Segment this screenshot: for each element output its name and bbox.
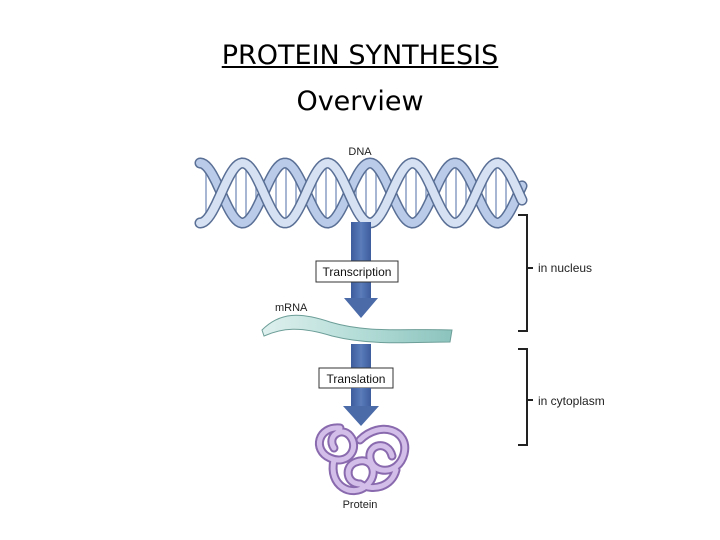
translation-arrow-upper (351, 344, 371, 370)
translation-label: Translation (327, 372, 386, 386)
cytoplasm-bracket (518, 348, 533, 446)
transcription-label: Transcription (323, 265, 392, 279)
nucleus-label: in nucleus (538, 261, 592, 275)
dna-strand-b (196, 158, 526, 228)
dna-helix (194, 157, 528, 229)
transcription-box: Transcription (315, 260, 399, 283)
page-subtitle: Overview (296, 86, 424, 117)
protein-structure (315, 423, 410, 496)
protein-label: Protein (343, 499, 378, 511)
mrna-strand (261, 314, 453, 344)
dna-strand-a (196, 158, 526, 228)
dna-label: DNA (348, 146, 372, 158)
translation-box: Translation (318, 367, 394, 389)
cytoplasm-label: in cytoplasm (538, 394, 605, 408)
nucleus-bracket (518, 214, 533, 332)
translation-arrow-lower (343, 388, 379, 426)
mrna-label: mRNA (275, 302, 308, 314)
page-title: PROTEIN SYNTHESIS (221, 40, 499, 71)
